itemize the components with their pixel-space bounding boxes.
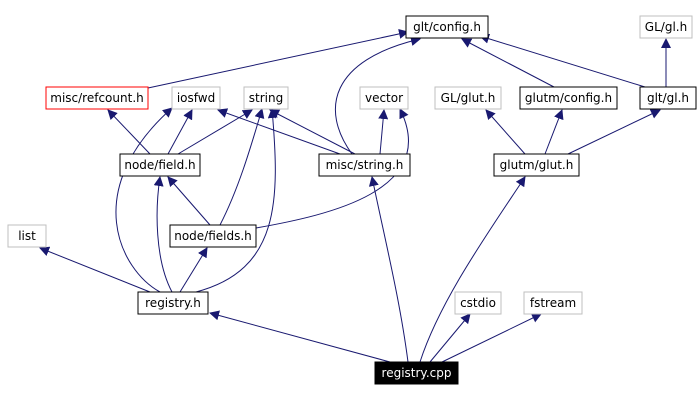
edge-glutm-glut-to-gl-glut bbox=[485, 109, 526, 155]
node-box bbox=[137, 291, 209, 315]
node-glt-config[interactable]: glt/config.h bbox=[405, 15, 489, 39]
edge-misc-refcount-to-glt-config bbox=[147, 29, 409, 89]
nodes: glt/config.h GL/gl.h misc/refcount.h iosfwd… bbox=[7, 15, 697, 385]
edge-misc-string-to-vector bbox=[378, 109, 389, 155]
node-label: misc/refcount.h bbox=[50, 91, 143, 105]
edge-glutm-glut-to-glt-gl bbox=[567, 109, 661, 155]
node-label: GL/gl.h bbox=[645, 20, 687, 34]
node-cstdio: cstdio bbox=[454, 291, 502, 315]
edge-registry-h-to-node-fields bbox=[179, 247, 208, 293]
node-label: fstream bbox=[530, 296, 576, 310]
node-box bbox=[359, 86, 409, 110]
node-box bbox=[119, 153, 201, 177]
edge-registry-h-to-iosfwd bbox=[115, 107, 173, 293]
node-box bbox=[405, 15, 489, 39]
node-box bbox=[169, 224, 257, 248]
node-label: glutm/config.h bbox=[525, 91, 612, 105]
edge-registry-h-to-node-field bbox=[153, 176, 173, 293]
edge-registry-cpp-to-misc-string bbox=[368, 176, 409, 363]
node-box bbox=[454, 291, 502, 315]
edge-registry-cpp-to-cstdio bbox=[429, 313, 471, 363]
node-gl-gl: GL/gl.h bbox=[639, 15, 693, 39]
edge-misc-string-to-iosfwd bbox=[217, 108, 341, 155]
node-label: string bbox=[249, 91, 283, 105]
node-box bbox=[493, 153, 580, 177]
edge-glt-gl-to-glt-config bbox=[479, 33, 646, 88]
edge-registry-cpp-to-fstream bbox=[441, 313, 542, 363]
node-label: glutm/glut.h bbox=[500, 158, 574, 172]
edge-registry-h-to-list bbox=[39, 246, 151, 293]
node-string: string bbox=[243, 86, 289, 110]
node-label: list bbox=[18, 229, 36, 243]
node-box bbox=[171, 86, 221, 110]
edges bbox=[39, 29, 671, 363]
edge-registry-cpp-to-registry-h bbox=[209, 310, 391, 363]
node-label: registry.h bbox=[145, 296, 201, 310]
edge-misc-string-to-string bbox=[269, 109, 356, 155]
node-registry-h[interactable]: registry.h bbox=[137, 291, 209, 315]
node-label: node/fields.h bbox=[174, 229, 252, 243]
edge-node-fields-to-vector bbox=[255, 108, 409, 229]
node-label: glt/gl.h bbox=[647, 91, 689, 105]
node-glutm-glut[interactable]: glutm/glut.h bbox=[493, 153, 580, 177]
node-misc-string[interactable]: misc/string.h bbox=[318, 153, 411, 177]
edge-node-field-to-string bbox=[177, 109, 253, 155]
edge-registry-cpp-to-glutm-glut bbox=[419, 176, 526, 363]
node-fstream: fstream bbox=[523, 291, 583, 315]
node-node-fields[interactable]: node/fields.h bbox=[169, 224, 257, 248]
edge-glutm-config-to-glt-config bbox=[461, 38, 555, 88]
edge-node-field-to-misc-refcount bbox=[107, 109, 151, 155]
edge-misc-string-to-glt-config bbox=[334, 36, 421, 155]
node-box bbox=[7, 224, 47, 248]
node-box bbox=[523, 291, 583, 315]
edge-registry-h-to-string bbox=[195, 108, 278, 293]
node-glt-gl[interactable]: glt/gl.h bbox=[639, 86, 697, 110]
node-label: GL/glut.h bbox=[441, 91, 496, 105]
node-label: registry.cpp bbox=[382, 366, 452, 380]
node-registry-cpp[interactable]: registry.cpp bbox=[374, 361, 459, 385]
node-vector: vector bbox=[359, 86, 409, 110]
node-gl-glut: GL/glut.h bbox=[434, 86, 502, 110]
edge-glutm-glut-to-glutm-config bbox=[544, 109, 564, 155]
node-box bbox=[639, 15, 693, 39]
node-node-field[interactable]: node/field.h bbox=[119, 153, 201, 177]
node-box bbox=[374, 361, 459, 385]
node-box bbox=[243, 86, 289, 110]
node-box bbox=[519, 86, 618, 110]
edge-node-fields-to-node-field bbox=[167, 176, 211, 226]
edge-node-field-to-iosfwd bbox=[167, 109, 193, 155]
node-list: list bbox=[7, 224, 47, 248]
node-label: iosfwd bbox=[177, 91, 215, 105]
node-glutm-config[interactable]: glutm/config.h bbox=[519, 86, 618, 110]
node-box bbox=[318, 153, 411, 177]
node-iosfwd: iosfwd bbox=[171, 86, 221, 110]
node-label: misc/string.h bbox=[326, 158, 404, 172]
node-label: cstdio bbox=[460, 296, 496, 310]
node-box bbox=[45, 86, 149, 110]
node-label: node/field.h bbox=[124, 158, 195, 172]
node-label: glt/config.h bbox=[413, 20, 481, 34]
node-box bbox=[434, 86, 502, 110]
node-misc-refcount[interactable]: misc/refcount.h bbox=[45, 86, 149, 110]
edge-node-fields-to-string bbox=[219, 108, 265, 226]
node-label: vector bbox=[365, 91, 403, 105]
node-box bbox=[639, 86, 697, 110]
